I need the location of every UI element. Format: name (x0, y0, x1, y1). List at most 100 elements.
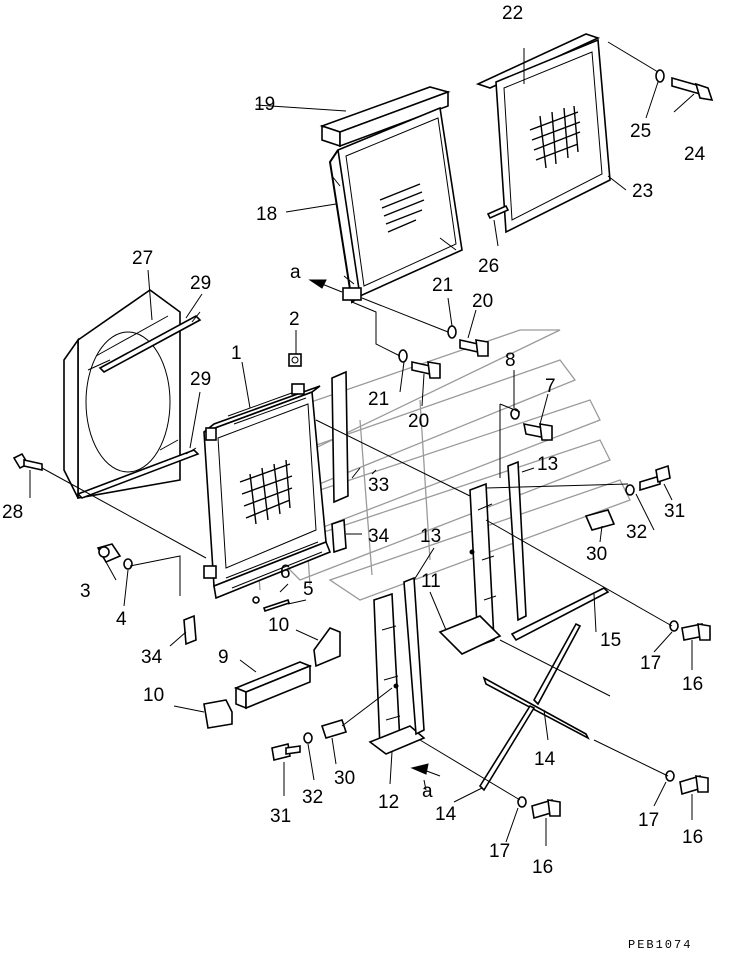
part-16-bolt-right (679, 774, 709, 796)
leader-lines (29, 41, 695, 846)
callout-23: 23 (632, 181, 653, 202)
part-4-washer (123, 558, 133, 570)
part-3-fitting (96, 543, 122, 564)
callout-19: 19 (254, 94, 275, 115)
callout-labels: 1 2 3 4 5 6 7 8 9 10 10 11 12 13 13 14 1… (2, 3, 706, 952)
part-18-screen-frame (328, 106, 463, 304)
callout-17-lower: 17 (489, 841, 510, 862)
part-13-stay-right (507, 460, 527, 622)
part-17-washer-right (665, 770, 675, 782)
callout-14-lower: 14 (435, 804, 457, 825)
drawing-code: PEB1074 (628, 938, 692, 952)
view-marker-upper: a (290, 262, 301, 283)
callout-3: 3 (80, 581, 91, 602)
callout-30-lower: 30 (334, 768, 355, 789)
callout-32-lower: 32 (302, 787, 323, 808)
callout-20-upper: 20 (472, 291, 493, 312)
part-28-bolt (12, 452, 43, 471)
callout-24: 24 (684, 144, 706, 165)
callout-18: 18 (256, 204, 277, 225)
callout-12: 12 (378, 792, 399, 813)
part-5-pin (262, 598, 291, 613)
part-14-rod-diagonal (533, 622, 582, 706)
part-10-block-upper (313, 627, 341, 668)
view-arrow-upper (308, 279, 327, 289)
part-31-bolt-upper (639, 464, 671, 492)
callout-31-upper: 31 (664, 501, 685, 522)
callout-16-upper: 16 (682, 674, 703, 695)
part-20-bolt-lower (411, 361, 441, 379)
part-32-washer-lower (303, 732, 313, 744)
part-9-seal (233, 661, 313, 710)
part-30-plate-lower (320, 719, 348, 739)
part-20-bolt-upper (459, 339, 489, 357)
callout-28: 28 (2, 502, 23, 523)
callout-25: 25 (630, 121, 651, 142)
callout-17-upper: 17 (640, 653, 661, 674)
part-16-bolt-upper (681, 623, 711, 641)
callout-15: 15 (600, 630, 621, 651)
part-21-washer-upper (447, 325, 457, 339)
callout-34-upper: 34 (368, 526, 390, 547)
callout-1: 1 (231, 343, 242, 364)
callout-20-lower: 20 (408, 411, 429, 432)
part-32-washer-upper (625, 484, 635, 496)
part-17-washer-lower (517, 796, 527, 808)
part-23-net (495, 38, 611, 234)
part-8-washer (510, 408, 520, 420)
callout-13-right: 13 (537, 454, 558, 475)
part-11-bracket (438, 482, 502, 655)
callout-26: 26 (478, 256, 499, 277)
part-25-washer (655, 69, 665, 83)
callout-9: 9 (218, 647, 229, 668)
part-27-shroud (63, 289, 202, 499)
part-10-block-lower (203, 699, 233, 729)
callout-31-lower: 31 (270, 806, 291, 827)
view-arrow-lower (410, 763, 429, 775)
callout-17-right: 17 (638, 810, 659, 831)
part-1-radiator (203, 383, 332, 600)
part-14-rod-upper (482, 676, 590, 740)
callout-29-upper: 29 (190, 273, 211, 294)
callout-2: 2 (289, 309, 300, 330)
part-15-rod (510, 587, 610, 642)
callout-21-lower: 21 (368, 389, 389, 410)
callout-4: 4 (116, 609, 127, 630)
part-26-seal (486, 204, 510, 220)
callout-16-right: 16 (682, 827, 703, 848)
callout-30-upper: 30 (586, 544, 607, 565)
callout-6: 6 (280, 562, 291, 583)
part-30-plate-upper (584, 509, 616, 531)
callout-22: 22 (502, 3, 523, 24)
part-22-seal (475, 33, 601, 89)
callout-27: 27 (132, 248, 153, 269)
part-6-plug (252, 596, 260, 604)
part-7-bolt (522, 422, 553, 441)
part-34-block (331, 518, 347, 554)
callout-32-upper: 32 (626, 522, 647, 543)
part-19-seal (319, 86, 451, 148)
callout-21-upper: 21 (432, 275, 453, 296)
part-31-bolt-lower (271, 743, 301, 761)
part-16-bolt-lower (531, 798, 561, 820)
callout-10-lower: 10 (143, 685, 164, 706)
part-34-block-lower (183, 614, 197, 646)
callout-8: 8 (505, 350, 516, 371)
part-12-bracket (368, 592, 426, 755)
callout-5: 5 (303, 579, 314, 600)
part-24-bolt (671, 76, 714, 102)
part-33-seal (331, 370, 349, 504)
view-marker-lower: a (422, 781, 433, 802)
callout-29-lower: 29 (190, 369, 211, 390)
part-13-stay-left (403, 576, 425, 736)
part-21-washer-lower (398, 349, 408, 363)
callout-14-right: 14 (534, 749, 556, 770)
callout-16-lower: 16 (532, 857, 553, 878)
callout-10-upper: 10 (268, 615, 289, 636)
callout-33: 33 (368, 475, 389, 496)
callout-34-lower: 34 (141, 647, 163, 668)
part-2-cap (288, 353, 302, 367)
part-17-washer-upper (669, 620, 679, 632)
part-14-rod-lower (478, 704, 536, 792)
